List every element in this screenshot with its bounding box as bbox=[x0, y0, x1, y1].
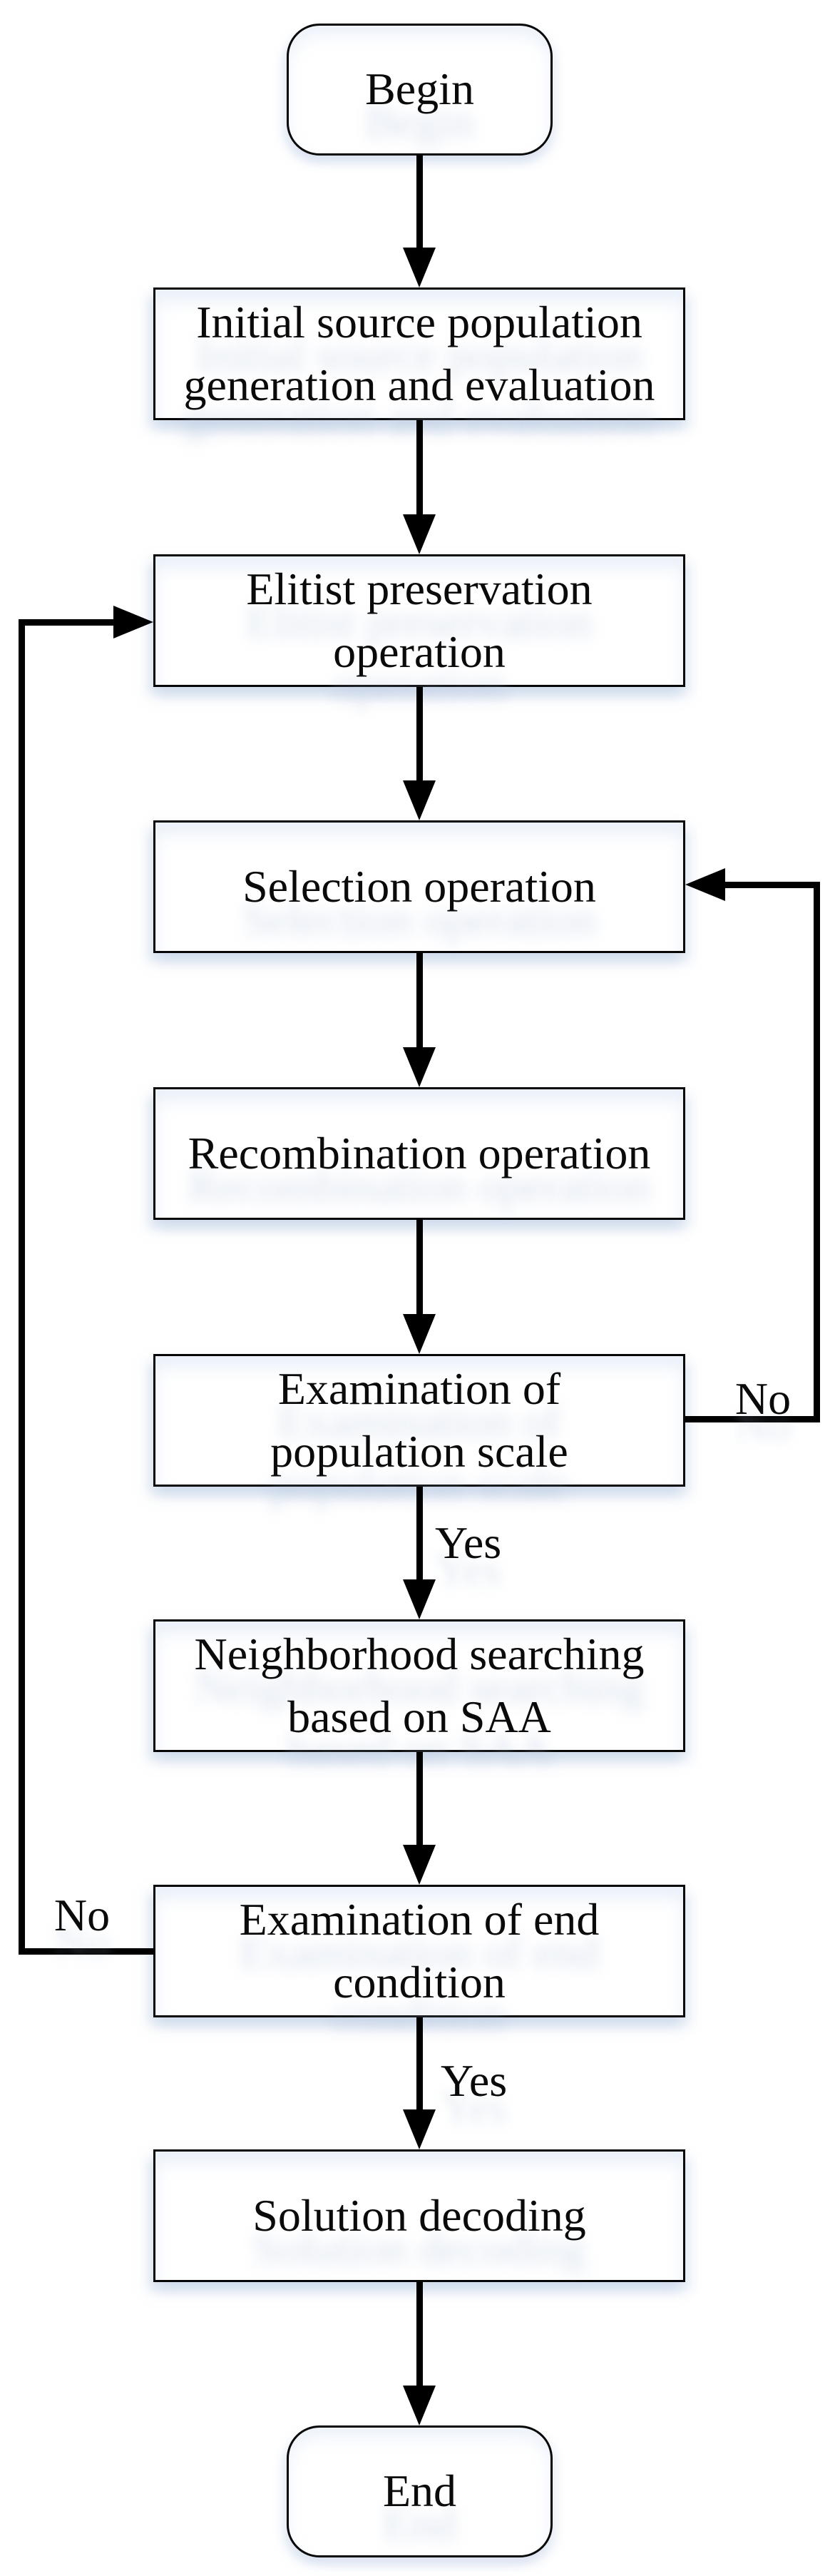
node-selection-operation-label: Selection operation bbox=[242, 860, 596, 912]
arrowhead-recombination-to-exam-scale bbox=[403, 1314, 436, 1354]
edge-label-scale-yes: Yes bbox=[435, 1517, 502, 1568]
node-begin-label: Begin bbox=[365, 63, 474, 115]
node-examination-population-scale: Examination of population scale bbox=[153, 1354, 685, 1487]
loop-end-no-vertical-line bbox=[19, 619, 25, 1955]
arrowhead-exam-scale-to-neighborhood bbox=[403, 1579, 436, 1619]
loop-scale-no-exit-line bbox=[685, 1416, 820, 1422]
node-neighborhood-searching: Neighborhood searching based on SAA bbox=[153, 1619, 685, 1752]
node-examination-population-scale-label: Examination of population scale bbox=[270, 1363, 568, 1477]
arrowhead-begin-to-init bbox=[403, 248, 436, 287]
connector-exam-end-to-decoding bbox=[416, 2017, 423, 2109]
edge-label-scale-no: No bbox=[734, 1373, 792, 1424]
node-initial-population-label: Initial source population generation and… bbox=[183, 296, 655, 410]
node-begin: Begin bbox=[287, 24, 553, 156]
node-elitist-preservation-label: Elitist preservation operation bbox=[246, 563, 593, 677]
arrowhead-init-to-elitist bbox=[403, 514, 436, 554]
loop-scale-no-vertical-line bbox=[814, 882, 820, 1422]
connector-begin-to-init bbox=[416, 156, 423, 248]
edge-label-end-no: No bbox=[53, 1890, 111, 1940]
node-end-label: End bbox=[382, 2465, 457, 2517]
connector-exam-scale-to-neighborhood bbox=[416, 1487, 423, 1579]
arrowhead-elitist-to-selection bbox=[403, 780, 436, 820]
node-initial-population: Initial source population generation and… bbox=[153, 287, 685, 420]
node-end: End bbox=[287, 2425, 553, 2557]
arrowhead-end-no-to-elitist bbox=[113, 606, 153, 638]
connector-decoding-to-end bbox=[416, 2282, 423, 2386]
connector-neighborhood-to-exam-end bbox=[416, 1752, 423, 1845]
node-examination-end-condition: Examination of end condition bbox=[153, 1885, 685, 2017]
connector-elitist-to-selection bbox=[416, 687, 423, 780]
node-recombination-operation-label: Recombination operation bbox=[188, 1127, 651, 1178]
edge-label-end-yes: Yes bbox=[441, 2055, 508, 2106]
connector-init-to-elitist bbox=[416, 420, 423, 514]
node-examination-end-condition-label: Examination of end condition bbox=[239, 1893, 600, 2007]
arrowhead-neighborhood-to-exam-end bbox=[403, 1845, 436, 1885]
arrowhead-scale-no-to-selection bbox=[685, 868, 725, 901]
node-selection-operation: Selection operation bbox=[153, 820, 685, 953]
node-neighborhood-searching-label: Neighborhood searching based on SAA bbox=[194, 1628, 645, 1742]
connector-selection-to-recombination bbox=[416, 953, 423, 1047]
node-recombination-operation: Recombination operation bbox=[153, 1087, 685, 1220]
loop-scale-no-return-line bbox=[725, 882, 820, 888]
loop-end-no-exit-line bbox=[19, 1948, 153, 1955]
node-solution-decoding-label: Solution decoding bbox=[252, 2189, 586, 2241]
arrowhead-selection-to-recombination bbox=[403, 1047, 436, 1087]
arrowhead-decoding-to-end bbox=[403, 2386, 436, 2425]
node-solution-decoding: Solution decoding bbox=[153, 2149, 685, 2282]
connector-recombination-to-exam-scale bbox=[416, 1220, 423, 1314]
node-elitist-preservation: Elitist preservation operation bbox=[153, 554, 685, 687]
arrowhead-exam-end-to-decoding bbox=[403, 2109, 436, 2149]
loop-end-no-return-line bbox=[19, 619, 113, 626]
